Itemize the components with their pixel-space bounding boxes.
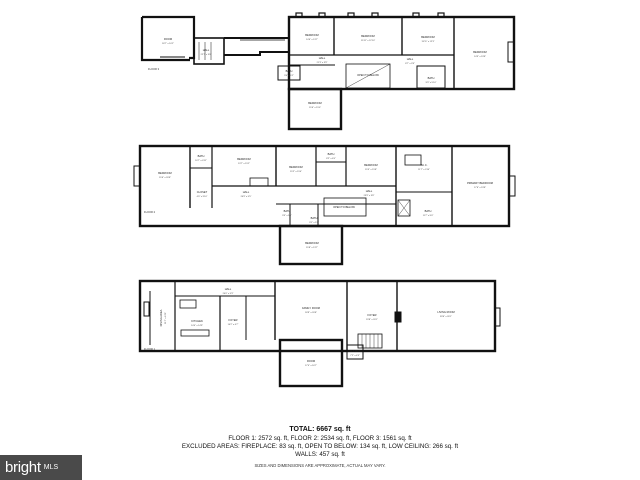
room-label: FAMILY ROOM — [302, 306, 320, 310]
room-label: FOYER — [229, 318, 238, 322]
room-label: BEDROOM — [305, 241, 318, 245]
room-size: 15'5" x 15'8" — [365, 169, 377, 171]
watermark-word: bright — [5, 459, 41, 476]
room-size: 8'2" x 6'5" — [326, 158, 336, 160]
room-label: BATH — [425, 209, 432, 213]
room-size: 9'1" x 5'3" — [309, 222, 319, 224]
room-label: BATH — [286, 69, 293, 73]
floor-2-room-labels: BEDROOM 15'6" x 20'8" BATH 10'7" x 6'11"… — [158, 152, 493, 249]
room-size: 10'7" x 6'11" — [195, 160, 207, 162]
room-size: 20'0" x 5'3" — [223, 293, 234, 295]
room-label: HALL — [243, 190, 250, 194]
room-label: ROOM — [307, 359, 315, 363]
room-label: HALL — [319, 56, 326, 60]
room-label: BATH — [198, 154, 205, 158]
room-size: 11'7" x 9'4" — [423, 215, 434, 217]
room-label: DINING AREA — [159, 309, 163, 326]
room-size: 17'6" x 19'8" — [474, 187, 486, 189]
excluded-areas: EXCLUDED AREAS: FIREPLACE: 83 sq. ft, OP… — [181, 443, 459, 450]
room-label: BEDROOM — [473, 50, 486, 54]
room-size: 15'6" x 15'0" — [309, 107, 321, 109]
room-label: BEDROOM — [305, 33, 318, 37]
room-label: BEDROOM — [289, 165, 302, 169]
room-size: 39'6" x 26'1" — [440, 316, 452, 318]
floor-3-plan — [140, 12, 516, 131]
total-area: TOTAL: 6667 sq. ft — [289, 426, 351, 433]
room-size: 17'0" x 16'7" — [305, 365, 317, 367]
room-size: 21'3" x 3'9" — [317, 62, 328, 64]
room-size: 19'8" x 20'1" — [366, 319, 378, 321]
room-label: BEDROOM — [237, 157, 250, 161]
room-label: LIVING ROOM — [437, 310, 454, 314]
room-label: BEDROOM — [158, 171, 171, 175]
room-size: 15'8" x 13'7" — [306, 247, 318, 249]
room-label: BEDROOM — [361, 34, 374, 38]
room-size: 15'11" x 12'10" — [361, 40, 375, 42]
floor-1-room-labels: HALL 20'0" x 5'3" DINING AREA 21'7" x 13… — [159, 287, 455, 367]
room-size: 10'2" x 6'7" — [228, 324, 239, 326]
room-label: CLOSET — [197, 190, 208, 194]
room-label: BEDROOM — [308, 101, 321, 105]
room-label: FOYER — [368, 313, 377, 317]
walls-area: WALLS: 457 sq. ft — [295, 451, 345, 458]
bright-mls-watermark: bright MLS — [0, 455, 82, 480]
room-label: ROOM — [164, 37, 172, 41]
room-size: 15'6" x 20'8" — [159, 177, 171, 179]
room-size: 18'9" x 20'8" — [305, 312, 317, 314]
room-size: 13'7" x 15'2" — [238, 163, 250, 165]
room-size: 15'2" x 15'4" — [290, 171, 302, 173]
room-size: 22'7" x 3'0" — [201, 54, 212, 56]
floor-1-plan — [138, 279, 501, 388]
room-label: OPEN TO BELOW — [333, 205, 355, 209]
room-size: 14'3" x 19'8" — [474, 56, 486, 58]
room-label: PRIMARY BEDROOM — [467, 181, 493, 185]
floor-3-label: FLOOR 3 — [148, 67, 160, 71]
room-label: HALL — [225, 287, 232, 291]
room-label: OPEN TO BELOW — [357, 73, 379, 77]
room-size: 21'7" x 13'0" — [165, 312, 167, 324]
floor-2-label: FLOOR 2 — [144, 210, 156, 214]
room-label: KITCHEN — [191, 319, 203, 323]
room-label: HALL — [366, 189, 373, 193]
room-label: W.I.C. — [420, 163, 427, 167]
floor-2-plan — [133, 144, 516, 266]
floor-area-breakdown: FLOOR 1: 2572 sq. ft, FLOOR 2: 2534 sq. … — [228, 435, 412, 442]
floor-3-room-labels: ROOM 18'7" x 10'2" BEDROOM 14'6" x 13'7"… — [162, 33, 487, 109]
room-size: 8'7" x 3'9" — [405, 63, 415, 65]
disclaimer: SIZES AND DIMENSIONS ARE APPROXIMATE, AC… — [254, 463, 386, 468]
room-size: 20'9" x 5'5" — [241, 196, 252, 198]
room-size: 9'0" x 5'2" — [284, 75, 294, 77]
room-size: 11'7" x 3'10" — [418, 169, 430, 171]
floor-1-label: FLOOR 1 — [144, 347, 156, 351]
room-size: 9'5" x 5'6" — [282, 215, 292, 217]
room-size: 9'3" x 5'10" — [426, 82, 437, 84]
room-label: HALL — [407, 57, 414, 61]
room-label: BATH — [428, 76, 435, 80]
room-label: HALF BATH — [348, 349, 362, 353]
room-size: 7'2" x 4'3" — [350, 355, 360, 357]
room-size: 4'0" x 3'10" — [197, 196, 208, 198]
room-size: 23'9" x 3'8" — [364, 195, 375, 197]
room-size: 13'11" x 12'3" — [421, 41, 434, 43]
room-label: BEDROOM — [421, 35, 434, 39]
room-label: BEDROOM — [364, 163, 377, 167]
room-size: 18'7" x 10'2" — [162, 43, 174, 45]
room-label: HALL — [203, 48, 210, 52]
room-label: BATH — [328, 152, 335, 156]
room-label: BATH — [311, 216, 318, 220]
room-label: BATH — [284, 209, 291, 213]
watermark-suffix: MLS — [43, 464, 59, 471]
room-size: 14'6" x 13'7" — [306, 39, 318, 41]
room-size: 14'0" x 14'9" — [191, 325, 203, 327]
